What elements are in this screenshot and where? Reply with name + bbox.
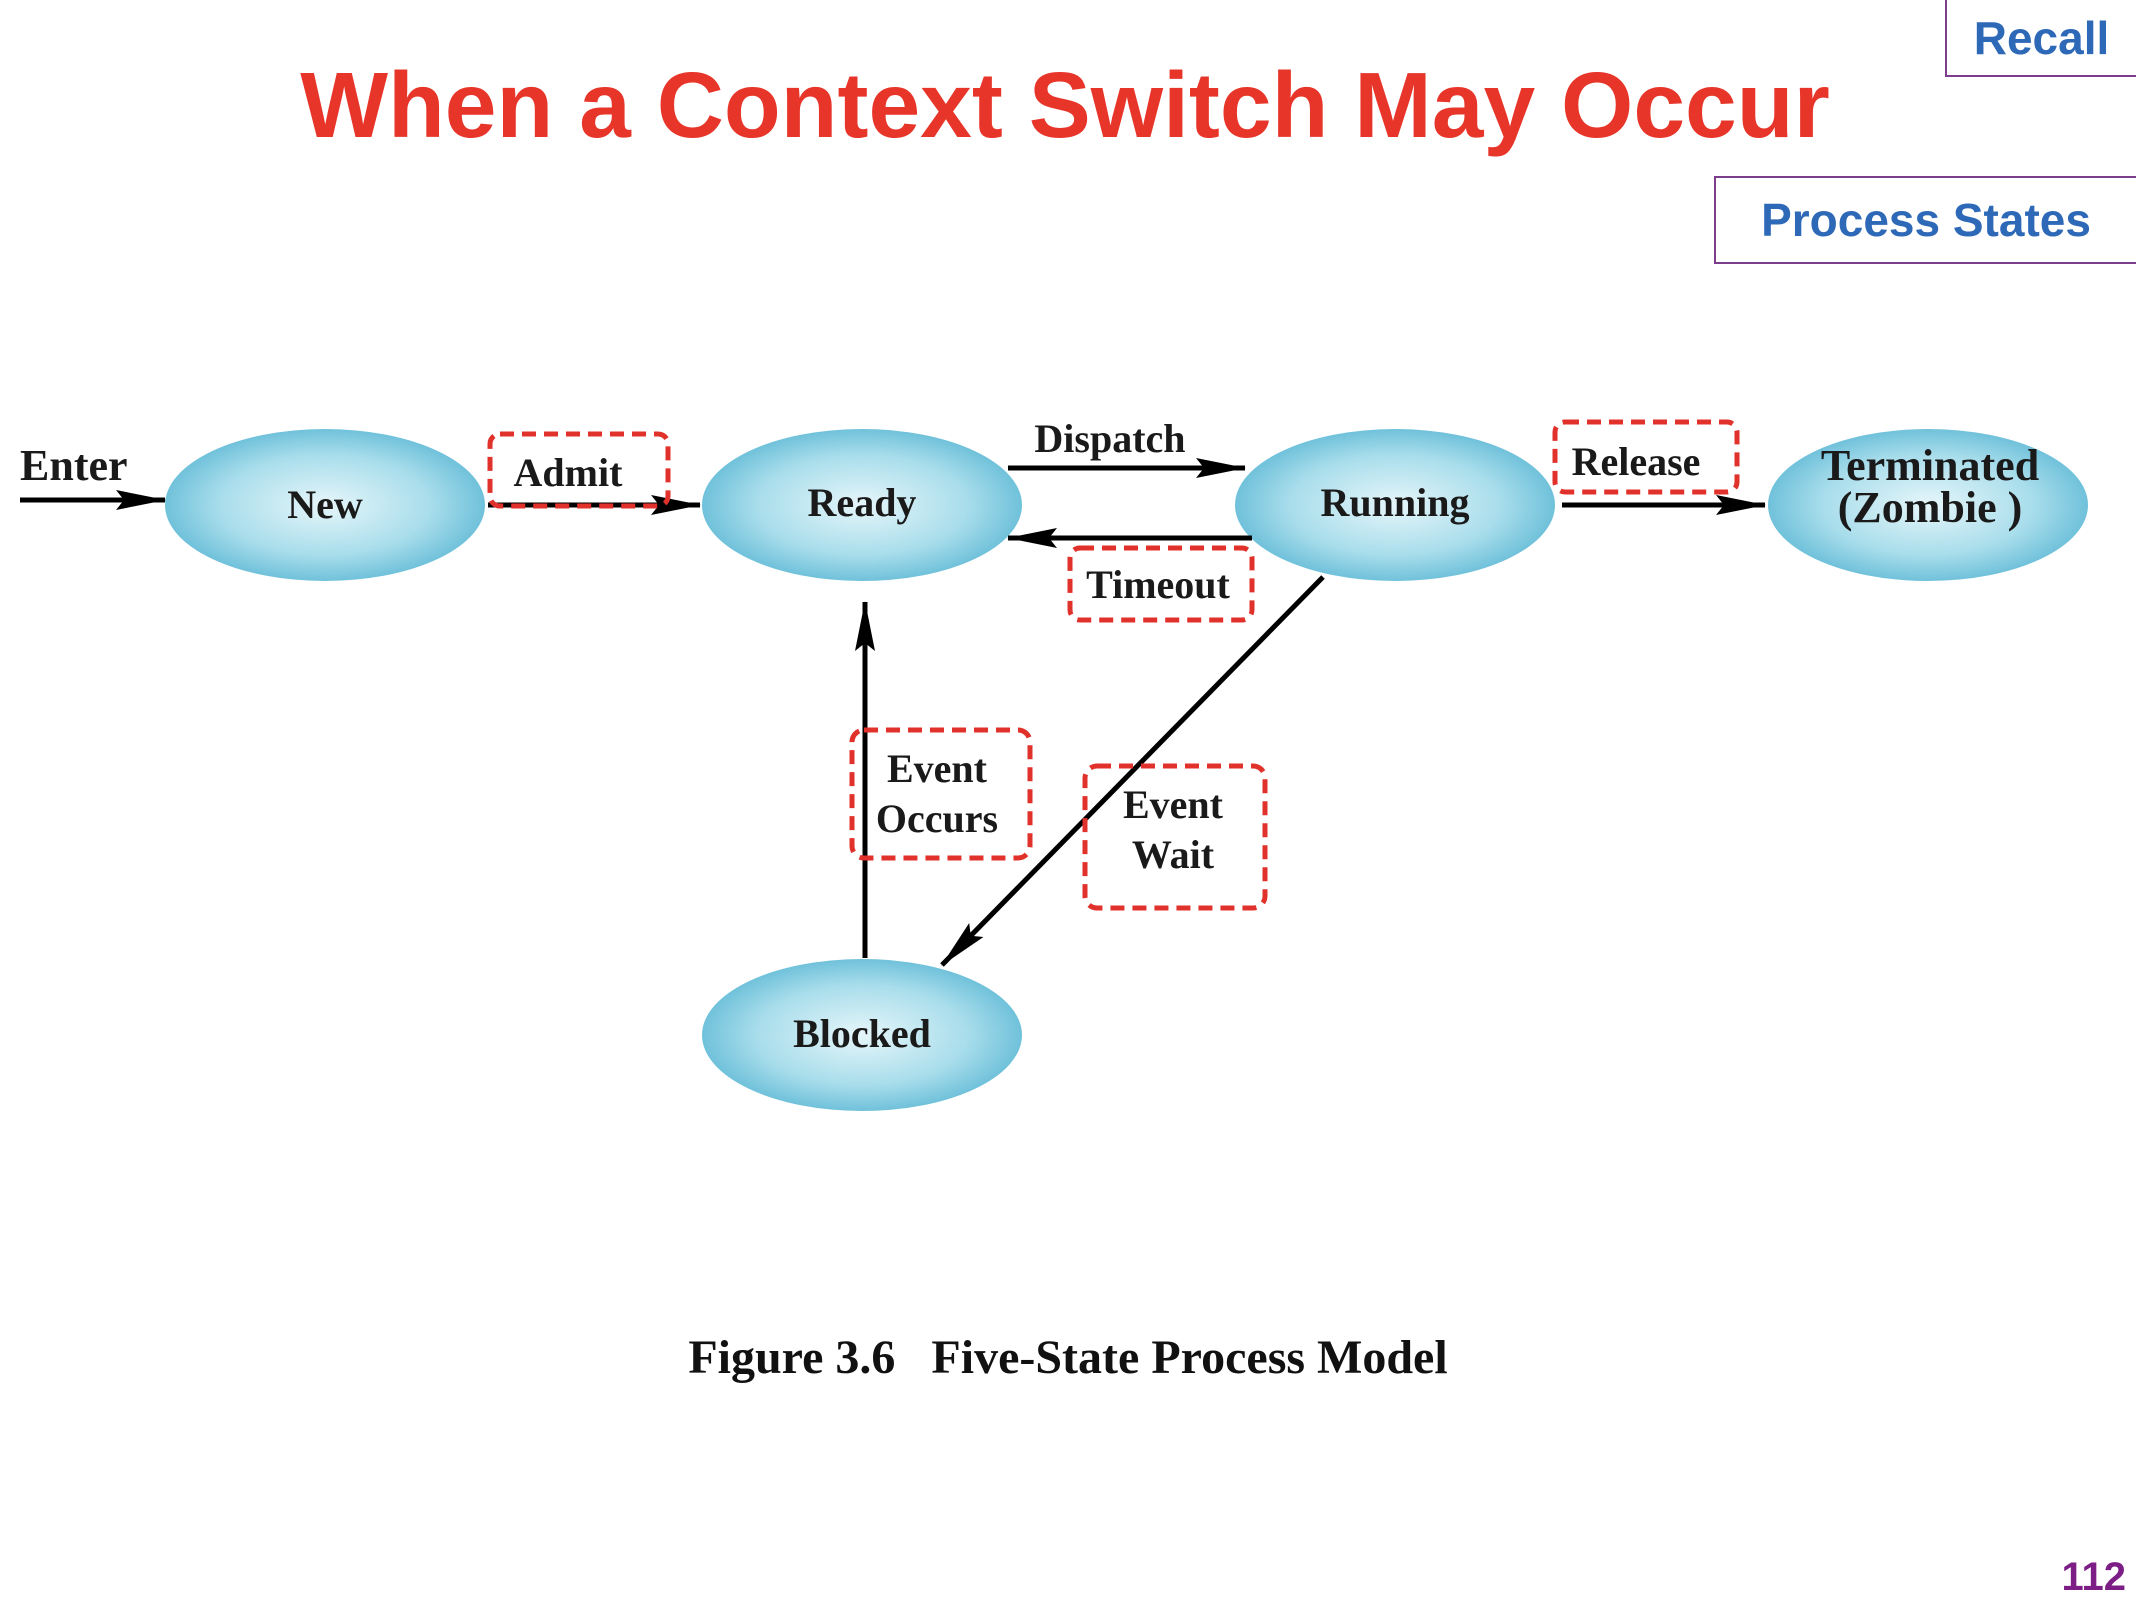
state-new xyxy=(165,429,485,581)
dispatch-label: Dispatch xyxy=(1034,416,1185,461)
release-label: Release xyxy=(1572,439,1701,484)
admit-highlight-box xyxy=(487,431,671,509)
slide-title-text: When a Context Switch May Occur xyxy=(300,53,1830,157)
process-states-tag[interactable]: Process States xyxy=(1714,176,2136,264)
state-blocked xyxy=(702,959,1022,1111)
enter-label: Enter xyxy=(20,441,128,490)
recall-tag[interactable]: Recall xyxy=(1945,0,2136,77)
event-occurs-label-2: Occurs xyxy=(876,796,998,841)
state-terminated-label-1: Terminated xyxy=(1821,441,2039,490)
state-ready xyxy=(702,429,1022,581)
timeout-label: Timeout xyxy=(1086,562,1230,607)
admit-label: Admit xyxy=(514,450,624,495)
state-new-label: New xyxy=(287,482,363,527)
event-occurs-label-1: Event xyxy=(887,746,988,791)
slide-title: When a Context Switch May Occur xyxy=(0,52,2136,159)
event-wait-label-1: Event xyxy=(1123,782,1224,827)
state-ready-label: Ready xyxy=(808,480,917,525)
event-wait-label-2: Wait xyxy=(1132,832,1215,877)
state-terminated xyxy=(1768,429,2088,581)
figure-caption: Figure 3.6 Five-State Process Model xyxy=(688,1331,1448,1384)
timeout-highlight-box xyxy=(1067,545,1255,623)
state-running xyxy=(1235,429,1555,581)
release-highlight-box xyxy=(1552,419,1740,495)
state-terminated-label-2: (Zombie ) xyxy=(1838,483,2023,532)
event-wait-highlight-box xyxy=(1082,763,1268,911)
process-states-tag-label: Process States xyxy=(1761,194,2091,246)
event-wait-arrow xyxy=(940,575,1325,967)
page-number: 112 xyxy=(2061,1555,2126,1599)
state-running-label: Running xyxy=(1321,480,1470,525)
event-occurs-highlight-box xyxy=(849,727,1033,861)
recall-tag-label: Recall xyxy=(1973,11,2110,64)
state-blocked-label: Blocked xyxy=(793,1011,931,1056)
